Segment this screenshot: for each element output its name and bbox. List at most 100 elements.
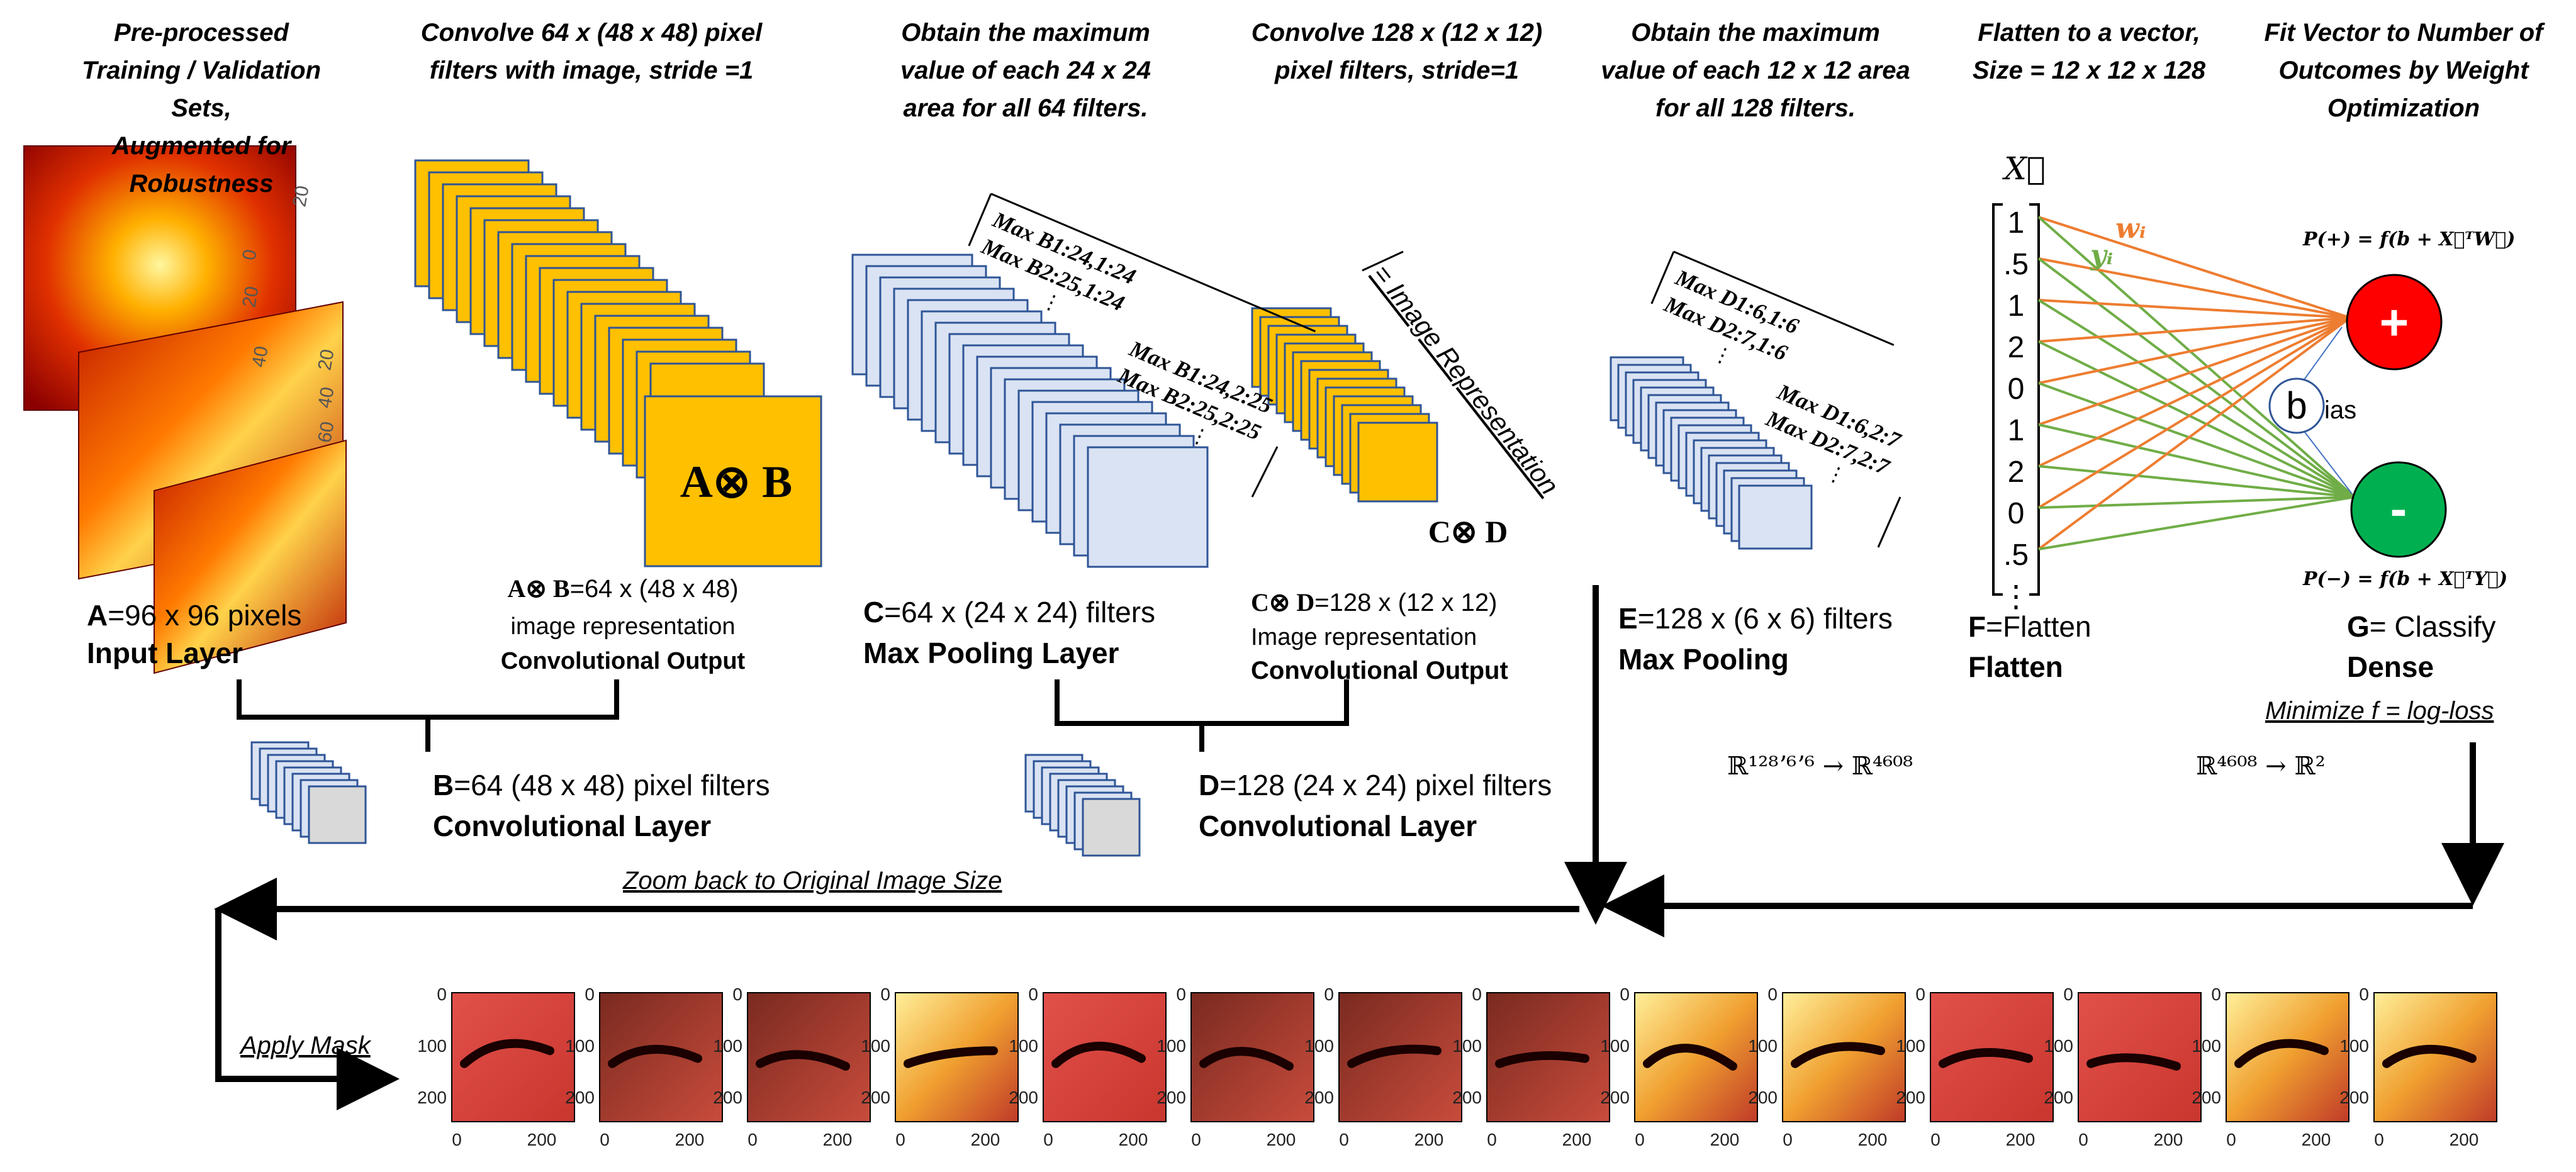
x-vector-symbol: X⃗ (2002, 150, 2046, 187)
output-panel-ytick: 100 (565, 1036, 595, 1056)
output-panel-xtick: 0 (2374, 1130, 2384, 1149)
output-panel-ytick: 0 (585, 985, 595, 1004)
output-panel-ytick: 100 (2192, 1036, 2221, 1056)
output-panel-ytick: 100 (1896, 1036, 1925, 1056)
output-panel-ytick: 200 (417, 1088, 447, 1107)
conv2-filters-label: D=128 (24 x 24) pixel filters (1199, 767, 1552, 803)
output-panel-ytick: 0 (880, 985, 890, 1004)
output-panel-ytick: 100 (1748, 1036, 1778, 1056)
bias-node (2268, 377, 2325, 434)
conv-output-line3: Convolutional Output (500, 648, 746, 674)
c-size: =64 x (24 x 24) filters (884, 596, 1156, 628)
image-rep-line (1362, 250, 1404, 272)
c-letter: C (863, 596, 885, 628)
a-size: =96 x 96 pixels (108, 599, 302, 632)
header-dense: Fit Vector to Number of Outcomes by Weig… (2264, 19, 2543, 122)
plus-node (2346, 274, 2443, 371)
output-panel-xtick: 0 (1635, 1130, 1645, 1149)
a-letter: A (87, 599, 108, 632)
output-panel-xtick: 200 (1858, 1130, 1888, 1149)
output-panel-xtick: 0 (1930, 1130, 1940, 1149)
output-panel-ytick: 200 (1009, 1088, 1038, 1107)
conv-filter-stack-d (1024, 754, 1141, 857)
input-axis-tick: 60 (314, 420, 338, 445)
pool-layer-label: Max Pooling Layer (863, 637, 1119, 669)
input-image-front (154, 439, 347, 674)
e-size: =128 x (6 x 6) filters (1637, 602, 1893, 635)
weight-line-plus (2037, 316, 2351, 550)
classify-label: G= Classify (2347, 609, 2495, 644)
weight-line-plus (2038, 316, 2351, 384)
output-panel-ytick: 200 (1748, 1088, 1778, 1107)
output-panel-mask (460, 1039, 554, 1068)
g-letter: G (2347, 610, 2370, 643)
output-panel-ytick: 200 (1156, 1088, 1186, 1107)
output-panel-mask (904, 1046, 998, 1068)
output-panel-ytick: 200 (1304, 1088, 1334, 1107)
output-panel-ytick: 0 (2063, 985, 2073, 1004)
output-panel-ytick: 100 (1600, 1036, 1630, 1056)
conv-output-label: A⊗ B=64 x (48 x 48) (466, 572, 780, 605)
flatten-layer-label: Flatten (1968, 650, 2063, 683)
conv-layer-label: Convolutional Layer (433, 810, 712, 842)
pool2-size-label: E=128 x (6 x 6) filters (1618, 601, 1893, 636)
output-panel-ytick: 100 (1304, 1036, 1334, 1056)
output-panel-xtick: 0 (1339, 1130, 1349, 1149)
bracket-ab (237, 679, 619, 752)
dense-layer-label: Dense (2347, 650, 2434, 683)
conv2-output-line3: Convolutional Output (1251, 657, 1508, 684)
conv2-output-block-label: C⊗ D (1428, 514, 1508, 549)
max-pool2-stack (1610, 356, 1813, 550)
output-panel-xtick: 200 (527, 1130, 557, 1149)
max-pool-stack (851, 254, 1209, 568)
plus-symbol: + (2380, 294, 2409, 350)
output-panel-ytick: 100 (2339, 1036, 2369, 1056)
input-axis-tick: 20 (314, 348, 338, 372)
output-panel-ytick: 100 (713, 1036, 742, 1056)
output-panel-xtick: 0 (895, 1130, 905, 1149)
max-b-bracket-end (1251, 446, 1279, 498)
output-panel-ytick: 200 (1896, 1088, 1925, 1107)
output-panel-mask (1199, 1047, 1294, 1071)
output-panel-ytick: 200 (713, 1088, 742, 1107)
output-panel-mask (1347, 1044, 1442, 1068)
conv2-output-stack (1251, 307, 1438, 503)
pool-size-label: C=64 x (24 x 24) filters (863, 594, 1155, 630)
output-panel-ytick: 0 (732, 985, 742, 1004)
weight-line-plus (2038, 216, 2351, 319)
weight-line-minus (2038, 465, 2355, 498)
weight-line-minus (2038, 423, 2355, 498)
max-d-bracket-end (1877, 496, 1901, 548)
conv2-output-line2: Image representation (1251, 624, 1477, 650)
vector-value: 1 (2008, 414, 2025, 447)
weight-line-plus (2038, 299, 2351, 319)
flow-arrows (214, 585, 2504, 1110)
output-panel-xtick: 0 (2226, 1130, 2236, 1149)
output-panel-ytick: 100 (861, 1036, 890, 1056)
b-size: =64 (48 x 48) pixel filters (454, 769, 770, 801)
weight-line-plus (2037, 316, 2351, 509)
output-panel-xtick: 200 (1562, 1130, 1592, 1149)
header-input: Pre-processed Training / Validation Sets… (81, 19, 322, 198)
input-axis-tick: 40 (314, 386, 338, 410)
weight-line-plus (2038, 316, 2351, 467)
d-size: =128 (24 x 24) pixel filters (1219, 769, 1552, 801)
input-axis-tick: 20 (289, 184, 313, 209)
conv-output-front-sheet (644, 395, 822, 567)
g-text: = Classify (2369, 610, 2496, 643)
f-letter: F (1968, 610, 1986, 643)
output-panel-ytick: 0 (1176, 985, 1186, 1004)
weight-line-minus (2038, 496, 2355, 509)
conv2-layer-label: Convolutional Layer (1199, 810, 1477, 842)
cd-letters: C⊗ D (1251, 588, 1315, 617)
conv2-output-sheet (1357, 421, 1438, 503)
